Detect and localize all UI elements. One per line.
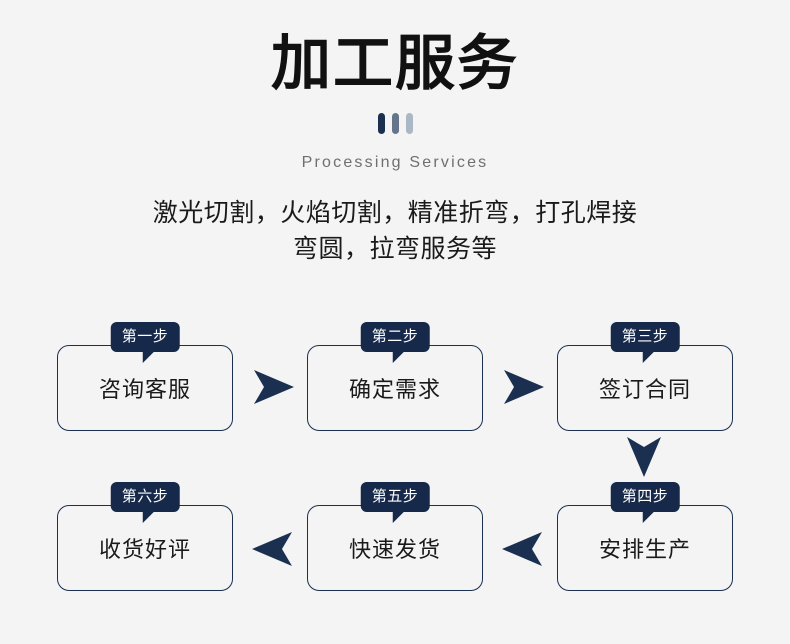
dot-indicator-3: [405, 112, 413, 134]
dot-indicator-1: [377, 112, 385, 134]
step-label-5: 快速发货: [348, 538, 441, 563]
step-label-1: 咨询客服: [98, 378, 191, 403]
step-label-3: 签订合同: [598, 378, 691, 403]
step-label-2: 确定需求: [348, 378, 441, 403]
step-badge-5: 第五步: [360, 482, 430, 523]
dot-indicator-2: [391, 112, 399, 134]
step-badge-1: 第一步: [110, 322, 180, 363]
step-card-1[interactable]: 第一步 咨询客服: [57, 322, 233, 431]
arrow-left-icon-step5-step6: [250, 530, 294, 568]
step-card-2[interactable]: 第二步 确定需求: [307, 322, 483, 431]
page-title: 加工服务: [271, 29, 519, 99]
process-flow-diagram: 第一步 咨询客服 第二步 确定需求 第三步 签订合同 第四步 安排生产 第五步 …: [0, 310, 790, 640]
step-card-4[interactable]: 第四步 安排生产: [557, 482, 733, 591]
header-section: 加工服务 Processing Services 激光切割，火焰切割，精准折弯，…: [0, 0, 790, 266]
arrow-down-icon-step3-step4: [625, 435, 663, 479]
service-description-line-1: 激光切割，火焰切割，精准折弯，打孔焊接: [152, 198, 638, 227]
page-subtitle: Processing Services: [301, 154, 489, 171]
decorative-dots: [0, 112, 790, 134]
arrow-left-icon-step4-step5: [500, 530, 544, 568]
arrow-right-icon-step1-step2: [252, 368, 296, 406]
step-badge-4: 第四步: [610, 482, 680, 523]
step-label-6: 收货好评: [98, 538, 191, 563]
step-badge-2: 第二步: [360, 322, 430, 363]
service-description-line-2: 弯圆，拉弯服务等: [292, 233, 497, 263]
step-label-4: 安排生产: [598, 538, 691, 563]
step-badge-3: 第三步: [610, 322, 680, 363]
step-card-5[interactable]: 第五步 快速发货: [307, 482, 483, 591]
step-card-3[interactable]: 第三步 签订合同: [557, 322, 733, 431]
step-card-6[interactable]: 第六步 收货好评: [57, 482, 233, 591]
arrow-right-icon-step2-step3: [502, 368, 546, 406]
service-description: 激光切割，火焰切割，精准折弯，打孔焊接 弯圆，拉弯服务等: [0, 172, 790, 266]
step-badge-6: 第六步: [110, 482, 180, 523]
